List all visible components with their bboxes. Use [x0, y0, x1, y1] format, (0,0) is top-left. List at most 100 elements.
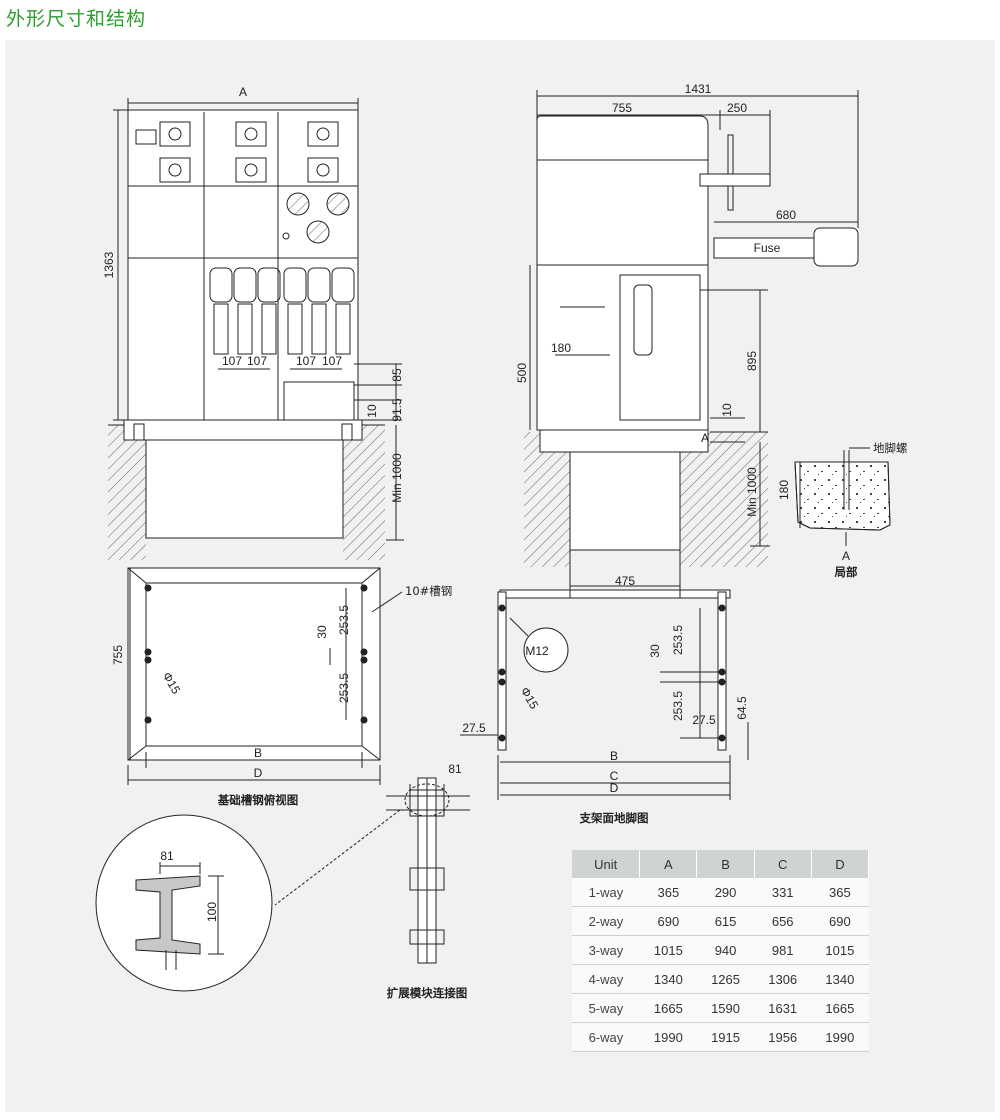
table-row: 4-way 1340 1265 1306 1340: [572, 964, 869, 994]
table-cell: 1915: [696, 1022, 755, 1052]
table-cell: 1590: [696, 993, 755, 1023]
table-cell: 981: [754, 935, 812, 965]
frame-dim-b: B: [610, 749, 618, 763]
table-cell: 940: [696, 935, 755, 965]
side-dim-min1000: Min 1000: [745, 467, 759, 517]
frame-dim-253-5-bottom: 253.5: [671, 691, 685, 721]
detail-a: [794, 447, 891, 546]
side-dim-1431: 1431: [685, 82, 712, 96]
side-dim-180: 180: [551, 341, 571, 355]
foundation-dim-755: 755: [111, 645, 125, 665]
front-dim-min1000: Min 1000: [390, 453, 404, 503]
table-cell: 1956: [754, 1022, 812, 1052]
table-header: Unit: [572, 850, 641, 878]
beam-dim-81: 81: [160, 849, 174, 863]
table-row: 6-way 1990 1915 1956 1990: [572, 1022, 869, 1052]
table-cell: 6-way: [572, 1022, 640, 1052]
table-cell: 1340: [811, 964, 869, 994]
side-dim-895: 895: [745, 351, 759, 371]
table-cell: 290: [696, 878, 755, 907]
frame-dim-27-5-right: 27.5: [692, 713, 716, 727]
foundation-dim-253-5-top: 253.5: [337, 605, 351, 635]
frame-bolt: M12: [525, 644, 549, 658]
table-cell: 690: [811, 906, 869, 936]
front-dim-107-d: 107: [322, 354, 342, 368]
front-dim-91-5: 91.5: [390, 398, 404, 422]
page-title: 外形尺寸和结构: [6, 8, 147, 30]
foundation-dim-30: 30: [315, 625, 329, 639]
table-row: 2-way 690 615 656 690: [572, 906, 869, 936]
table-cell: 331: [754, 878, 812, 907]
front-dim-85: 85: [390, 368, 404, 382]
table-cell: 656: [754, 906, 812, 936]
detail-bolt-label: 地脚螺: [873, 441, 908, 455]
front-dim-107-c: 107: [296, 354, 316, 368]
table-cell: 1-way: [572, 878, 640, 907]
table-cell: 5-way: [572, 993, 640, 1023]
table-cell: 1990: [639, 1022, 697, 1052]
table-cell: 1015: [811, 935, 869, 965]
foundation-plan: [127, 567, 403, 785]
side-fuse-label: Fuse: [754, 241, 781, 255]
beam-dim-100: 100: [205, 902, 219, 922]
table-cell: 365: [811, 878, 869, 907]
front-view: [108, 98, 404, 560]
table-header: D: [811, 850, 870, 878]
front-dim-height: 1363: [102, 251, 116, 278]
frame-plan: [460, 586, 749, 800]
front-dim-10: 10: [365, 404, 379, 418]
side-mark-a: A: [701, 431, 709, 445]
front-dim-width: A: [239, 85, 247, 99]
front-dim-107-a: 107: [222, 354, 242, 368]
foundation-dim-d: D: [254, 766, 263, 780]
table-header: B: [696, 850, 755, 878]
side-dim-755: 755: [612, 101, 632, 115]
table-row: 5-way 1665 1590 1631 1665: [572, 993, 869, 1023]
frame-dim-c: C: [610, 769, 619, 783]
table-cell: 690: [639, 906, 697, 936]
detail-mark-a: A: [842, 549, 850, 563]
table-cell: 1631: [754, 993, 812, 1023]
frame-dim-30: 30: [648, 644, 662, 658]
detail-dim-180: 180: [777, 480, 791, 500]
frame-dim-475: 475: [615, 574, 635, 588]
extension-caption: 扩展模块连接图: [387, 986, 468, 1000]
table-cell: 615: [696, 906, 755, 936]
detail-caption: 局部: [834, 565, 858, 579]
frame-caption: 支架面地脚图: [579, 811, 649, 825]
side-dim-680: 680: [776, 208, 796, 222]
frame-dim-64-5: 64.5: [735, 696, 749, 720]
frame-dim-d: D: [610, 781, 619, 795]
beam-detail: [95, 814, 273, 992]
unit-dimension-table: Unit A B C D 1-way 365 290 331 365 2-way…: [572, 850, 870, 1052]
table-cell: 1665: [639, 993, 697, 1023]
front-dim-107-b: 107: [247, 354, 267, 368]
table-cell: 1265: [696, 964, 755, 994]
table-cell: 3-way: [572, 935, 640, 965]
table-row: 1-way 365 290 331 365: [572, 878, 869, 907]
table-cell: 1665: [811, 993, 869, 1023]
table-cell: 1015: [639, 935, 697, 965]
extension-dim-81: 81: [448, 762, 462, 776]
foundation-caption: 基础槽钢俯视图: [217, 793, 299, 807]
frame-dim-253-5-top: 253.5: [671, 625, 685, 655]
table-header: A: [639, 850, 698, 878]
table-cell: 1990: [811, 1022, 869, 1052]
side-dim-250: 250: [727, 101, 747, 115]
extension-connection: [274, 777, 470, 964]
table-cell: 2-way: [572, 906, 640, 936]
table-header: C: [754, 850, 812, 878]
table-cell: 1340: [639, 964, 697, 994]
table-header-row: Unit A B C D: [572, 850, 870, 878]
frame-dim-27-5-left: 27.5: [462, 721, 486, 735]
side-dim-10: 10: [720, 403, 734, 417]
foundation-channel-label: 10#槽钢: [405, 584, 452, 598]
side-view: [524, 90, 859, 590]
side-dim-500: 500: [515, 363, 529, 383]
table-cell: 1306: [754, 964, 812, 994]
frame-hole: Φ15: [518, 685, 542, 712]
table-cell: 4-way: [572, 964, 640, 994]
table-row: 3-way 1015 940 981 1015: [572, 935, 869, 965]
table-cell: 365: [639, 878, 697, 907]
